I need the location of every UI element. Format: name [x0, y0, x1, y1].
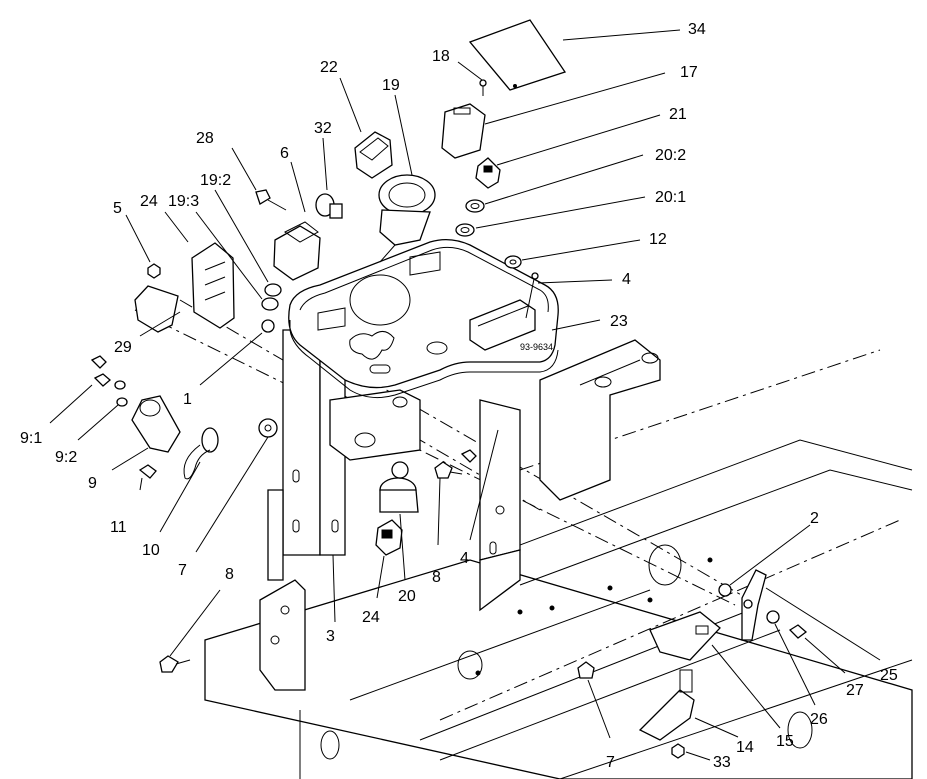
callout-20: 20 — [398, 588, 416, 605]
callout-3: 3 — [326, 628, 335, 645]
callout-15: 15 — [776, 733, 794, 750]
callout-19-2: 19:2 — [200, 172, 231, 189]
lever-part-25 — [741, 569, 767, 641]
nut-part-19-2 — [264, 283, 282, 297]
decal-label: 93-9634 — [520, 342, 553, 352]
callout-24-upper: 24 — [140, 193, 158, 210]
callout-32: 32 — [314, 120, 332, 137]
callout-20-1: 20:1 — [655, 189, 686, 206]
callout-10: 10 — [142, 542, 160, 559]
callout-28: 28 — [196, 130, 214, 147]
callout-26: 26 — [810, 711, 828, 728]
relay-part-6 — [273, 221, 321, 281]
washer-part-12 — [504, 255, 522, 269]
callout-8-center: 8 — [432, 569, 441, 586]
nut-part-19-3 — [261, 297, 279, 311]
callout-19-3: 19:3 — [168, 193, 199, 210]
callout-4-upper: 4 — [622, 271, 631, 288]
washer-part-7-upper — [258, 418, 278, 438]
callout-29: 29 — [114, 339, 132, 356]
bolt-part-4-center — [460, 449, 477, 463]
connector-part-24-upper — [191, 242, 235, 329]
callout-17: 17 — [680, 64, 698, 81]
nut-part-5 — [147, 263, 161, 279]
callout-9-2: 9:2 — [55, 449, 77, 466]
screw-part-28 — [255, 189, 287, 211]
screws-part-9-1-9-2 — [90, 355, 128, 407]
callout-18: 18 — [432, 48, 450, 65]
callout-2: 2 — [810, 510, 819, 527]
washer-part-2 — [718, 583, 732, 597]
fuse-part-9 — [131, 395, 181, 453]
ignition-part-19 — [378, 174, 436, 263]
nut-part-20-1 — [455, 223, 475, 237]
callout-5: 5 — [113, 200, 122, 217]
callout-9: 9 — [88, 475, 97, 492]
callout-9-1: 9:1 — [20, 430, 42, 447]
connector-part-24-lower — [375, 519, 403, 556]
callout-33: 33 — [713, 754, 731, 771]
bolt-part-11 — [138, 464, 157, 479]
leader-lines — [49, 29, 881, 761]
bolt-part-8-left — [159, 655, 191, 673]
bolt-part-8-center — [434, 461, 463, 479]
bolt-part-7-lower — [577, 661, 595, 679]
washer-part-20-2 — [465, 199, 485, 213]
callout-12: 12 — [649, 231, 667, 248]
callout-14: 14 — [736, 739, 754, 756]
callout-19: 19 — [382, 77, 400, 94]
callout-11: 11 — [110, 519, 127, 536]
callout-7-upper: 7 — [178, 562, 187, 579]
callout-34: 34 — [688, 21, 706, 38]
switch-part-22 — [354, 131, 393, 179]
buzzer-part-20 — [379, 461, 419, 513]
callout-labels: 34 18 17 22 19 21 32 28 6 20:2 19:2 20:1… — [20, 21, 898, 771]
callout-7-lower: 7 — [606, 754, 615, 771]
callout-22: 22 — [320, 59, 338, 76]
bolt-part-27 — [788, 624, 808, 639]
decal-part-34 — [468, 19, 567, 91]
callout-4-center: 4 — [460, 550, 469, 567]
nut-part-33 — [671, 743, 685, 759]
callout-23: 23 — [610, 313, 628, 330]
screw-part-18 — [479, 79, 487, 96]
callout-24-lower: 24 — [362, 609, 380, 626]
callout-6: 6 — [280, 145, 289, 162]
dash-support-bracket — [329, 339, 661, 612]
clamp-part-10 — [183, 427, 219, 480]
control-panel-part-23: 93-9634 — [288, 238, 559, 399]
callout-1: 1 — [183, 391, 192, 408]
callout-20-2: 20:2 — [655, 147, 686, 164]
screw-part-4-upper — [525, 272, 539, 319]
washer-part-1 — [261, 319, 275, 333]
bracket-part-15 — [649, 611, 721, 661]
callout-21: 21 — [669, 106, 687, 123]
callout-27: 27 — [846, 682, 864, 699]
washer-part-26 — [766, 610, 780, 624]
callout-25: 25 — [880, 667, 898, 684]
callout-8-left: 8 — [225, 566, 234, 583]
hour-meter-part-17 — [441, 103, 486, 159]
switch-part-29 — [134, 285, 179, 333]
key-part-21 — [475, 157, 501, 189]
bracket-part-14 — [638, 669, 695, 741]
light-part-32 — [315, 193, 343, 219]
